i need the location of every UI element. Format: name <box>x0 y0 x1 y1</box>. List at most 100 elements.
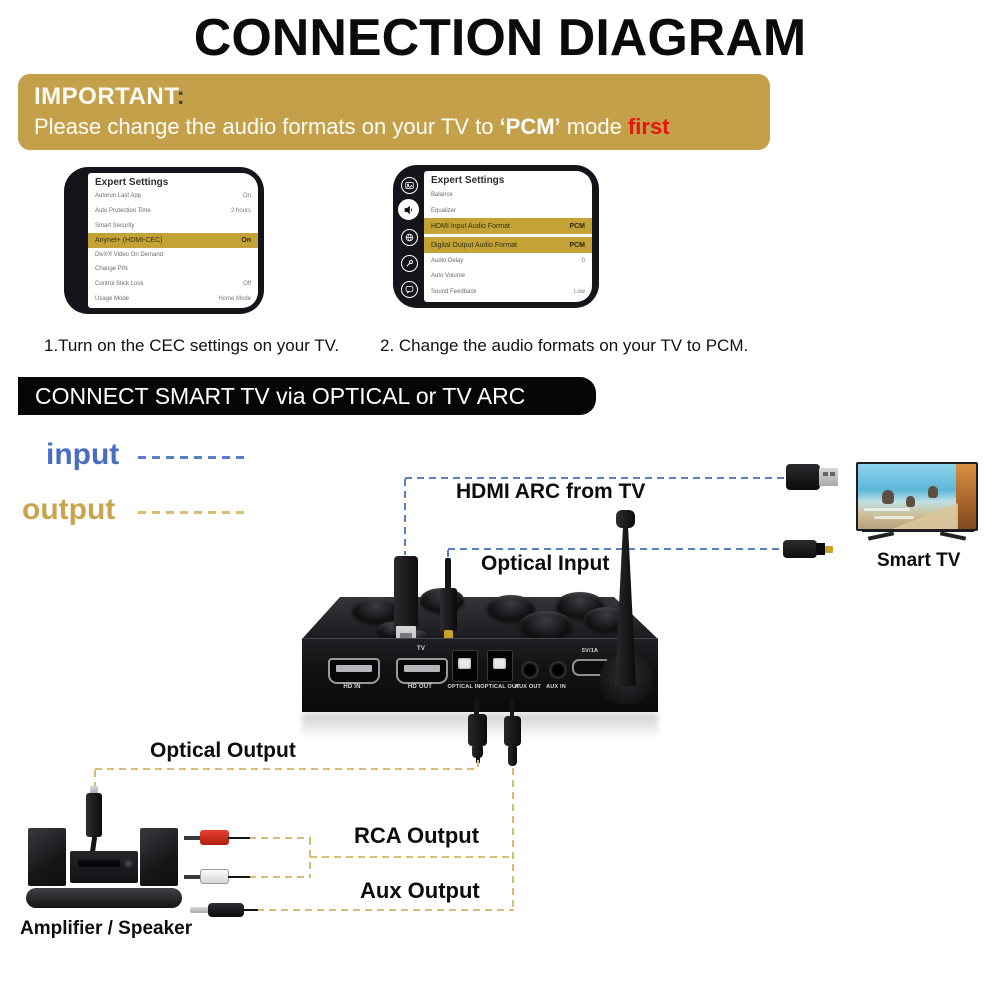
hdmi-plug-top <box>394 556 418 628</box>
menu-label: Anynet+ (HDMI-CEC) <box>95 236 163 244</box>
hd-in-port <box>328 658 380 684</box>
menu-value: Off <box>243 281 251 288</box>
output-main-dash-vertical <box>512 768 514 911</box>
speaker-toslink-tip <box>90 786 98 794</box>
menu-item: Usage Mode Home Mode <box>88 291 258 306</box>
rca-red-cable <box>228 837 250 839</box>
aux-jack-tip <box>190 907 210 913</box>
optical-window <box>458 658 471 669</box>
hdmi-plug-slot <box>400 633 412 638</box>
picture-icon <box>401 177 418 194</box>
menu-value: 0 <box>581 257 585 264</box>
legend-output-dash <box>138 511 250 514</box>
aux-out-cable-tip <box>508 744 517 766</box>
optical-input-label: Optical Input <box>481 552 610 575</box>
aux-out-label: AUX OUT <box>514 684 542 690</box>
menu-value: On <box>241 236 251 244</box>
toslink-gold-tip <box>825 546 833 553</box>
section-banner: CONNECT SMART TV via OPTICAL or TV ARC <box>18 377 596 415</box>
step-1-caption: 1.Turn on the CEC settings on your TV. <box>44 336 340 355</box>
menu-item: Smart Security <box>88 218 258 233</box>
menu-label: Sound Feedback <box>431 289 477 296</box>
right-speaker <box>140 828 178 886</box>
soundbar <box>26 888 182 908</box>
antenna-cap <box>616 510 635 528</box>
legend-input-label: input <box>46 438 120 471</box>
power-label: 5V/1A <box>581 648 599 654</box>
knob <box>352 597 400 623</box>
rca-red-tip <box>184 836 202 840</box>
aux-in-jack <box>549 661 567 679</box>
usb-plug-slot <box>830 472 835 476</box>
rca-white-connector <box>200 869 229 884</box>
receiver-knob <box>124 859 133 868</box>
aux-jack-connector <box>208 903 244 917</box>
toslink-connector-icon <box>783 540 817 558</box>
optical-out-cable-end <box>476 756 480 763</box>
first-emphasis: first <box>627 114 670 139</box>
rca-bracket-vertical <box>309 838 311 878</box>
optical-output-dash-jog <box>477 760 479 769</box>
optical-out-label: OPTICAL OUT <box>480 684 520 690</box>
menu-label: Smart Security <box>95 222 135 229</box>
important-message: Please change the audio formats on your … <box>34 114 670 140</box>
legend-output-label: output <box>22 493 116 526</box>
tv-leg <box>867 531 895 541</box>
optical-plug-stem <box>445 558 451 590</box>
optical-in-port <box>452 650 478 682</box>
optical-out-port <box>487 650 513 682</box>
tv-screen-picture <box>858 464 976 529</box>
pcm-mode-text: ‘PCM’ <box>499 114 561 139</box>
important-text1: Please change the audio formats on your … <box>34 114 500 139</box>
rca-white-cable <box>228 876 250 878</box>
rock-graphic <box>928 486 938 498</box>
menu-value: On <box>242 193 251 200</box>
left-speaker <box>28 828 66 886</box>
aux-out-cable-body <box>504 716 521 746</box>
menu-item: Sound Feedback Low <box>424 284 592 300</box>
aux-output-dash-horizontal <box>257 909 514 911</box>
smart-tv-image <box>856 462 978 531</box>
important-heading-text: IMPORTANT <box>34 83 177 110</box>
expert-settings-title-1: Expert Settings <box>95 177 169 188</box>
menu-label: Autorun Last App <box>95 193 142 200</box>
menu-value: PCM <box>569 222 585 230</box>
expert-settings-title-2: Expert Settings <box>431 175 505 186</box>
hdmi-arc-dash-vertical <box>404 479 406 555</box>
menu-label: Usage Mode <box>95 295 130 302</box>
rca-output-dash-horizontal <box>310 856 514 858</box>
rca-bracket-top <box>249 837 311 839</box>
optical-in-label: OPTICAL IN <box>447 684 481 690</box>
cliff-graphic <box>956 464 976 529</box>
wave-graphic <box>874 516 914 519</box>
optical-input-dash-horizontal <box>448 548 782 550</box>
menu-item: Autorun Last App On <box>88 189 258 204</box>
optical-plug-gold-tip <box>444 630 453 645</box>
menu-value: Low <box>573 289 585 296</box>
optical-window <box>493 658 506 669</box>
important-heading: IMPORTANT: <box>34 83 185 111</box>
optical-out-cable-tip <box>472 744 483 758</box>
menu-label: Digital Output Audio Format <box>431 241 517 249</box>
optical-output-dash-horizontal <box>95 768 478 770</box>
rca-bracket-bottom <box>249 876 311 878</box>
menu-item: Change PIN <box>88 262 258 277</box>
menu-label: Auto Protection Time <box>95 207 151 214</box>
important-colon: : <box>176 83 186 110</box>
hdmi-arc-label: HDMI ARC from TV <box>456 480 646 503</box>
menu-value: Home Mode <box>218 295 251 302</box>
knob <box>520 611 572 639</box>
aux-jack-cable <box>243 909 258 911</box>
tv-port-label: TV <box>416 646 426 652</box>
rock-graphic <box>882 490 894 504</box>
menu-item: Balance <box>424 187 592 203</box>
tv-bottom-bezel <box>862 530 974 532</box>
menu-item: Equalizer <box>424 203 592 219</box>
menu-label: Auto Volume <box>431 273 466 280</box>
